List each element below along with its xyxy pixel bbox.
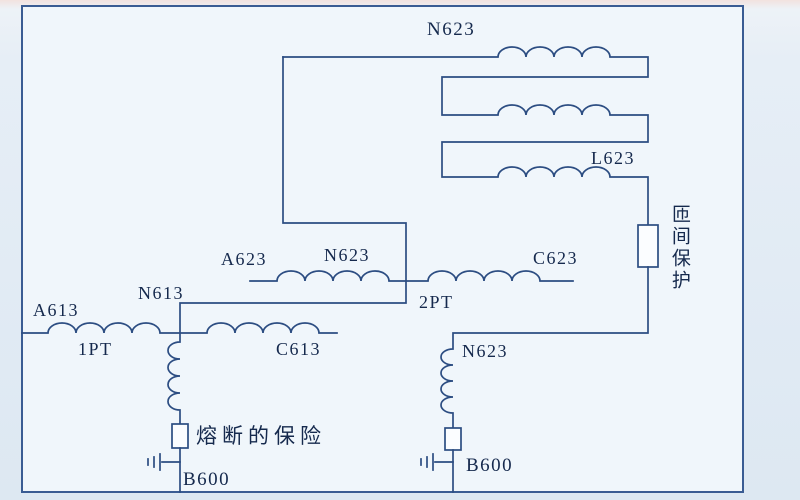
label-c613: C613 <box>276 339 322 359</box>
label-n613: N613 <box>138 283 184 303</box>
label-a623: A623 <box>221 249 267 269</box>
fuse-left <box>171 423 189 449</box>
pt2-winding-wire <box>249 270 574 282</box>
ground-symbol-left <box>147 453 181 471</box>
label-b600-right: B600 <box>466 455 514 476</box>
label-c623: C623 <box>533 248 579 268</box>
label-n623-top: N623 <box>427 19 476 40</box>
label-a613: A613 <box>33 300 79 320</box>
pt1-winding-wire <box>21 322 338 334</box>
label-n623-mid: N623 <box>324 245 370 265</box>
pt2-b-phase-branch-wire <box>440 266 649 429</box>
label-l623: L623 <box>591 148 635 168</box>
fuse-right <box>444 427 462 451</box>
diagram-frame <box>21 5 744 493</box>
ground-symbol-right <box>420 453 454 471</box>
label-b600-left: B600 <box>183 469 231 490</box>
label-2pt: 2PT <box>419 292 454 312</box>
label-fuse-caption: 熔断的保险 <box>196 424 326 448</box>
label-interturn-protection: 匝间保护 <box>668 204 690 292</box>
neutral-link-wire <box>167 56 407 425</box>
broken-delta-winding-wire <box>282 46 649 226</box>
label-1pt: 1PT <box>78 339 113 359</box>
label-n623-right: N623 <box>462 341 508 361</box>
interturn-protection-box <box>637 224 659 268</box>
